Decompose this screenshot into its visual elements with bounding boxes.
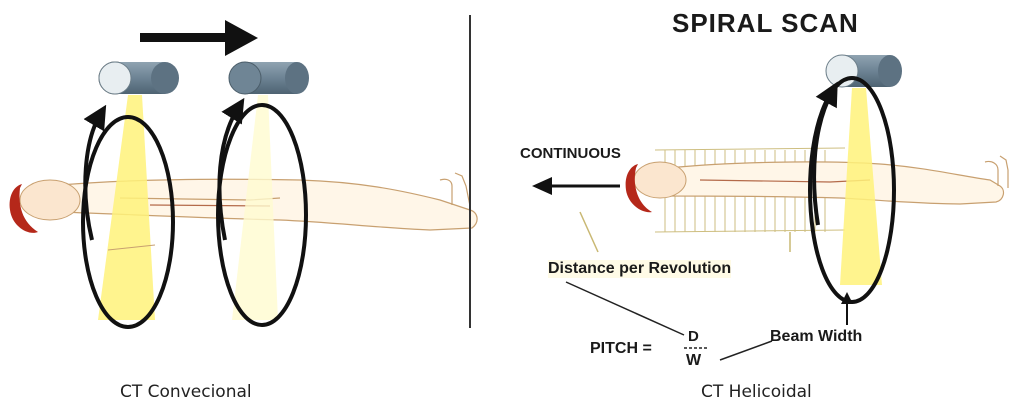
caption-ct-convencional: CT Convecional [120,382,252,402]
patient-head-left [10,180,80,233]
continuous-arrow-icon [532,177,620,195]
continuous-label: CONTINUOUS [520,145,621,162]
right-panel-diagram [532,55,1008,360]
distance-pointer-line [580,212,598,252]
pitch-d-connector [566,282,684,335]
patient-head-right [626,162,686,212]
caption-ct-helicoidal: CT Helicoidal [701,382,812,402]
left-panel-diagram [10,20,477,327]
patient-figure-right [668,156,1008,204]
spiral-scan-title: SPIRAL SCAN [672,8,859,39]
pitch-numerator: D [688,328,699,345]
pitch-w-connector [720,341,772,360]
pitch-denominator: W [686,352,701,370]
xray-tube-left-1 [99,62,179,94]
beam-width-label: Beam Width [770,328,862,346]
distance-per-revolution-label: Distance per Revolution [548,260,731,278]
pitch-label: PITCH = [590,340,652,358]
rotation-arrow-right [814,92,832,225]
xray-tube-left-2 [229,62,309,94]
motion-arrow-icon [140,20,258,56]
